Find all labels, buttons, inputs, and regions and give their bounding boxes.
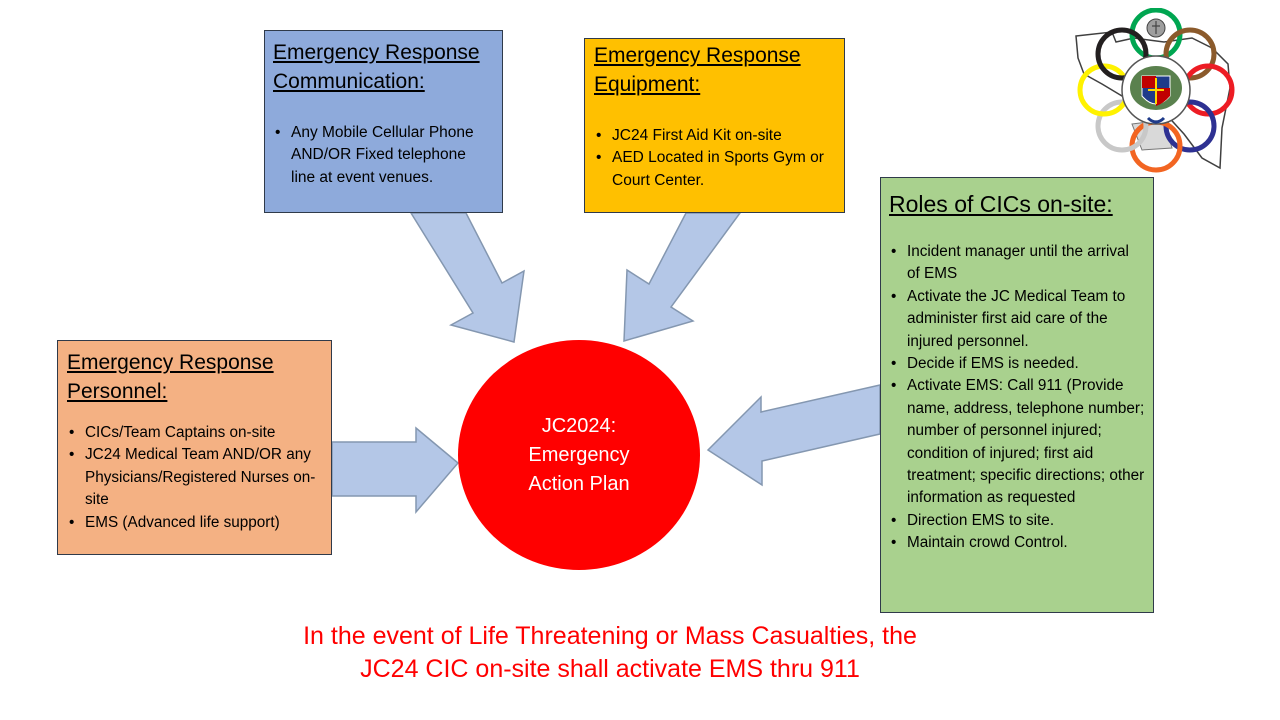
communication-list: Any Mobile Cellular Phone AND/OR Fixed t…	[273, 122, 494, 189]
roles-box: Roles of CICs on-site: Incident manager …	[880, 177, 1154, 613]
arrow-personnel	[331, 426, 460, 515]
list-item: Any Mobile Cellular Phone AND/OR Fixed t…	[273, 122, 494, 189]
arrow-roles	[706, 384, 881, 487]
personnel-box: Emergency Response Personnel: CICs/Team …	[57, 340, 332, 555]
list-item: AED Located in Sports Gym or Court Cente…	[594, 147, 835, 192]
footer-note: In the event of Life Threatening or Mass…	[303, 622, 917, 683]
personnel-title: Emergency Response Personnel:	[67, 351, 274, 403]
list-item: JC24 Medical Team AND/OR any Physicians/…	[67, 444, 322, 511]
arrow-communication	[409, 212, 525, 343]
list-item: Decide if EMS is needed.	[889, 353, 1145, 376]
communication-box: Emergency Response Communication: Any Mo…	[264, 30, 503, 213]
list-item: Maintain crowd Control.	[889, 532, 1145, 555]
action-plan-label: JC2024: Emergency Action Plan	[528, 414, 630, 495]
roles-title: Roles of CICs on-site:	[889, 191, 1113, 217]
list-item: Activate the JC Medical Team to administ…	[889, 286, 1145, 353]
arrow-equipment	[623, 212, 742, 343]
equipment-box: Emergency Response Equipment: JC24 First…	[584, 38, 845, 213]
list-item: Direction EMS to site.	[889, 510, 1145, 533]
ring-black	[1095, 27, 1149, 81]
emblem-icon	[1075, 8, 1235, 173]
list-item: JC24 First Aid Kit on-site	[594, 125, 835, 148]
equipment-title: Emergency Response Equipment:	[594, 44, 801, 96]
action-plan-circle: JC2024: Emergency Action Plan	[458, 340, 700, 570]
list-item: CICs/Team Captains on-site	[67, 422, 322, 445]
equipment-list: JC24 First Aid Kit on-site AED Located i…	[594, 125, 835, 192]
roles-list: Incident manager until the arrival of EM…	[889, 241, 1145, 555]
list-item: Activate EMS: Call 911 (Provide name, ad…	[889, 375, 1145, 509]
communication-title: Emergency Response Communication:	[273, 41, 480, 93]
personnel-list: CICs/Team Captains on-site JC24 Medical …	[67, 422, 322, 534]
list-item: EMS (Advanced life support)	[67, 512, 322, 535]
list-item: Incident manager until the arrival of EM…	[889, 241, 1145, 286]
